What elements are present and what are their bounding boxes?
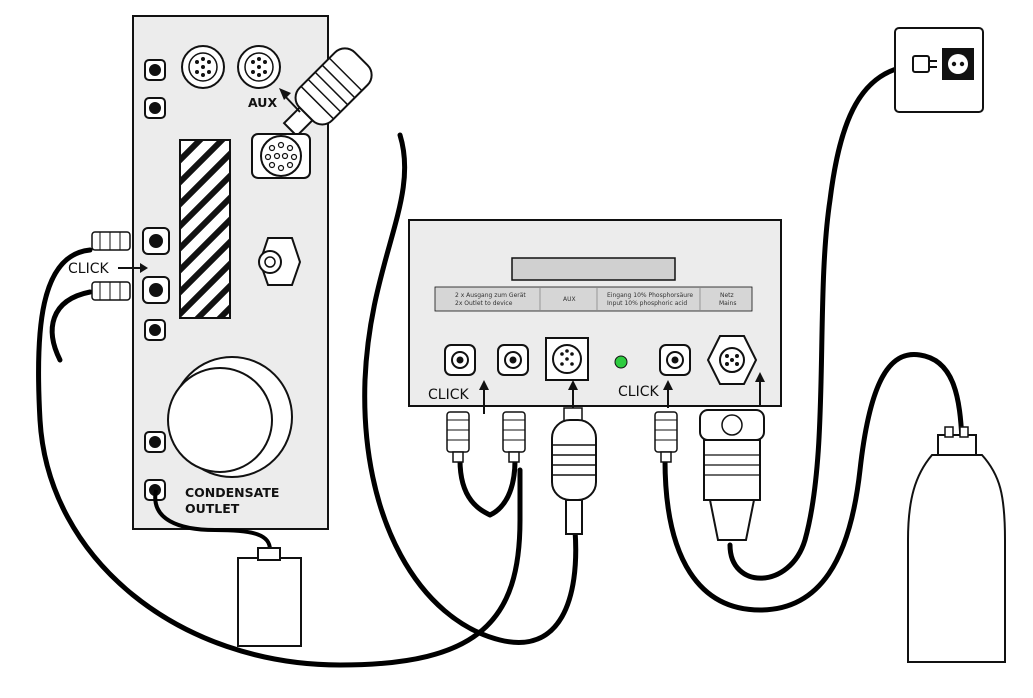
- panel-col1-line1: 2 x Ausgang zum Gerät: [455, 292, 526, 299]
- hex-port-icon: [258, 237, 302, 286]
- arrow-acid-up-head: [663, 380, 673, 390]
- cable-aux: [362, 132, 579, 645]
- fan-cap: [167, 356, 293, 478]
- port-1: [144, 59, 166, 81]
- cable-left-loop: [35, 247, 523, 668]
- arrow-aux-up-head: [568, 380, 578, 390]
- click-label-mid-right: CLICK: [618, 384, 659, 400]
- cables: [35, 62, 965, 668]
- cable-acid: [662, 351, 965, 613]
- mains-socket: [706, 335, 758, 385]
- hose-connector-icon: [91, 231, 131, 251]
- condensate-tube: [153, 489, 272, 551]
- panel-col2: AUX: [563, 296, 576, 303]
- mains-plug-icon: [699, 409, 765, 541]
- aux-plug-icon: [282, 47, 373, 138]
- vent-grille: [179, 139, 231, 319]
- acid-input-port: [659, 344, 691, 376]
- port-5: [144, 319, 166, 341]
- multipin-connector-icon: [251, 133, 311, 179]
- aux-plug-lower-icon: [551, 407, 597, 535]
- outlet-port-1: [444, 344, 476, 376]
- port-4: [142, 276, 170, 304]
- hose-connector-mid-1: [446, 411, 470, 463]
- port-6: [144, 431, 166, 453]
- wall-socket-icon: [894, 27, 984, 113]
- aux-socket: [545, 337, 589, 381]
- outlet-port-2: [497, 344, 529, 376]
- click-arrow-left-head: [140, 263, 148, 273]
- port-2: [144, 97, 166, 119]
- click-label-mid-left: CLICK: [428, 387, 469, 403]
- panel-col3-line2: Input 10% phosphoric acid: [607, 300, 687, 307]
- panel-col1-line2: 2x Outlet to device: [455, 300, 513, 307]
- panel-col3-line1: Eingang 10% Phosphorsäure: [607, 292, 693, 299]
- port-3: [142, 227, 170, 255]
- aux-label: AUX: [248, 95, 277, 110]
- label-strip: [434, 286, 753, 312]
- display-window: [511, 257, 676, 281]
- acid-bottle-icon: [907, 426, 1006, 663]
- arrow-mid-left-head: [479, 380, 489, 390]
- click-label-left: CLICK: [68, 261, 109, 277]
- condensate-container: [237, 547, 302, 647]
- status-led: [614, 355, 628, 369]
- center-hose-connectors: [446, 411, 678, 463]
- condensate-label-1: CONDENSATE: [185, 485, 279, 500]
- cable-mid-merge: [457, 457, 518, 518]
- panel-col4-line2: Mains: [719, 300, 736, 307]
- condensate-label-2: OUTLET: [185, 501, 240, 516]
- cable-left-lower: [49, 289, 93, 363]
- hose-connector-acid: [654, 411, 678, 463]
- arrow-mains-up-head: [755, 372, 765, 382]
- cable-mains: [727, 62, 918, 581]
- center-device: 2 x Ausgang zum Gerät 2x Outlet to devic…: [408, 219, 782, 414]
- aux-connector-icon: [237, 45, 281, 89]
- hose-connector-mid-2: [502, 411, 526, 463]
- port-column-left: [142, 59, 170, 501]
- panel-col4-line1: Netz: [720, 292, 734, 299]
- hose-connector-lower: [91, 281, 131, 301]
- left-device: AUX: [68, 15, 373, 647]
- power-plug-icon: [912, 55, 937, 73]
- arrow-head-aux: [279, 88, 291, 100]
- round-connector-icon: [181, 45, 225, 89]
